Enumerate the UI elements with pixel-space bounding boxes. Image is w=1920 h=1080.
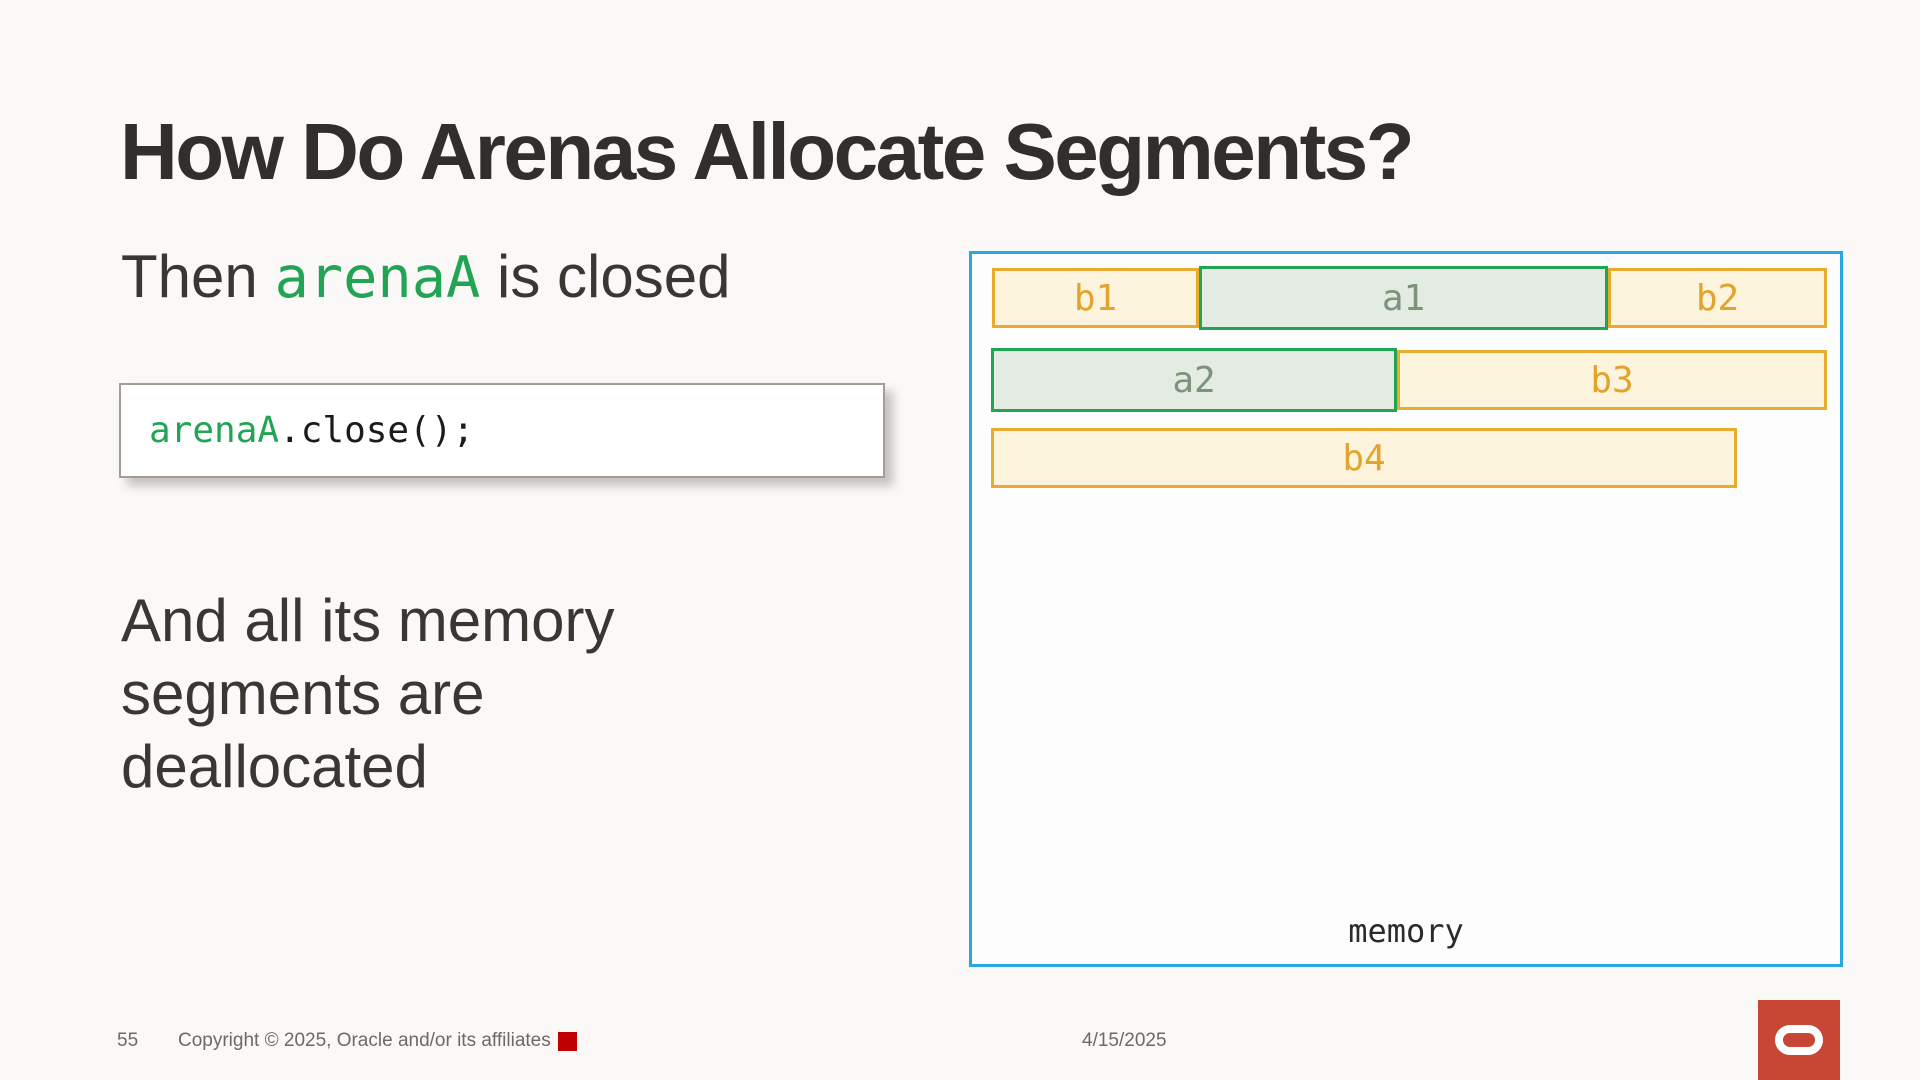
body-paragraph: And all its memory segments are dealloca… (121, 587, 615, 801)
subtitle-prefix: Then (121, 243, 275, 310)
segment-a1: a1 (1199, 266, 1608, 330)
red-square-icon (558, 1032, 577, 1051)
copyright-text: Copyright © 2025, Oracle and/or its affi… (178, 1030, 551, 1051)
subtitle-suffix: is closed (480, 243, 731, 310)
code-identifier: arenaA (149, 410, 280, 451)
oracle-o-icon (1775, 1025, 1823, 1055)
subtitle-line: Then arenaA is closed (121, 242, 730, 311)
segment-b2: b2 (1608, 268, 1827, 328)
oracle-logo (1758, 1000, 1840, 1080)
segment-b1: b1 (992, 268, 1199, 328)
code-rest: .close(); (279, 410, 475, 451)
page-title: How Do Arenas Allocate Segments? (120, 106, 1415, 196)
page-number: 55 (117, 1030, 139, 1051)
memory-label: memory (1348, 912, 1464, 950)
segment-b4: b4 (991, 428, 1737, 488)
segment-a2: a2 (991, 348, 1397, 412)
segment-b3: b3 (1397, 350, 1827, 410)
code-snippet-box: arenaA.close(); (119, 383, 885, 478)
inline-code-arena-name: arenaA (274, 245, 481, 311)
slide-date: 4/15/2025 (1082, 1030, 1167, 1051)
